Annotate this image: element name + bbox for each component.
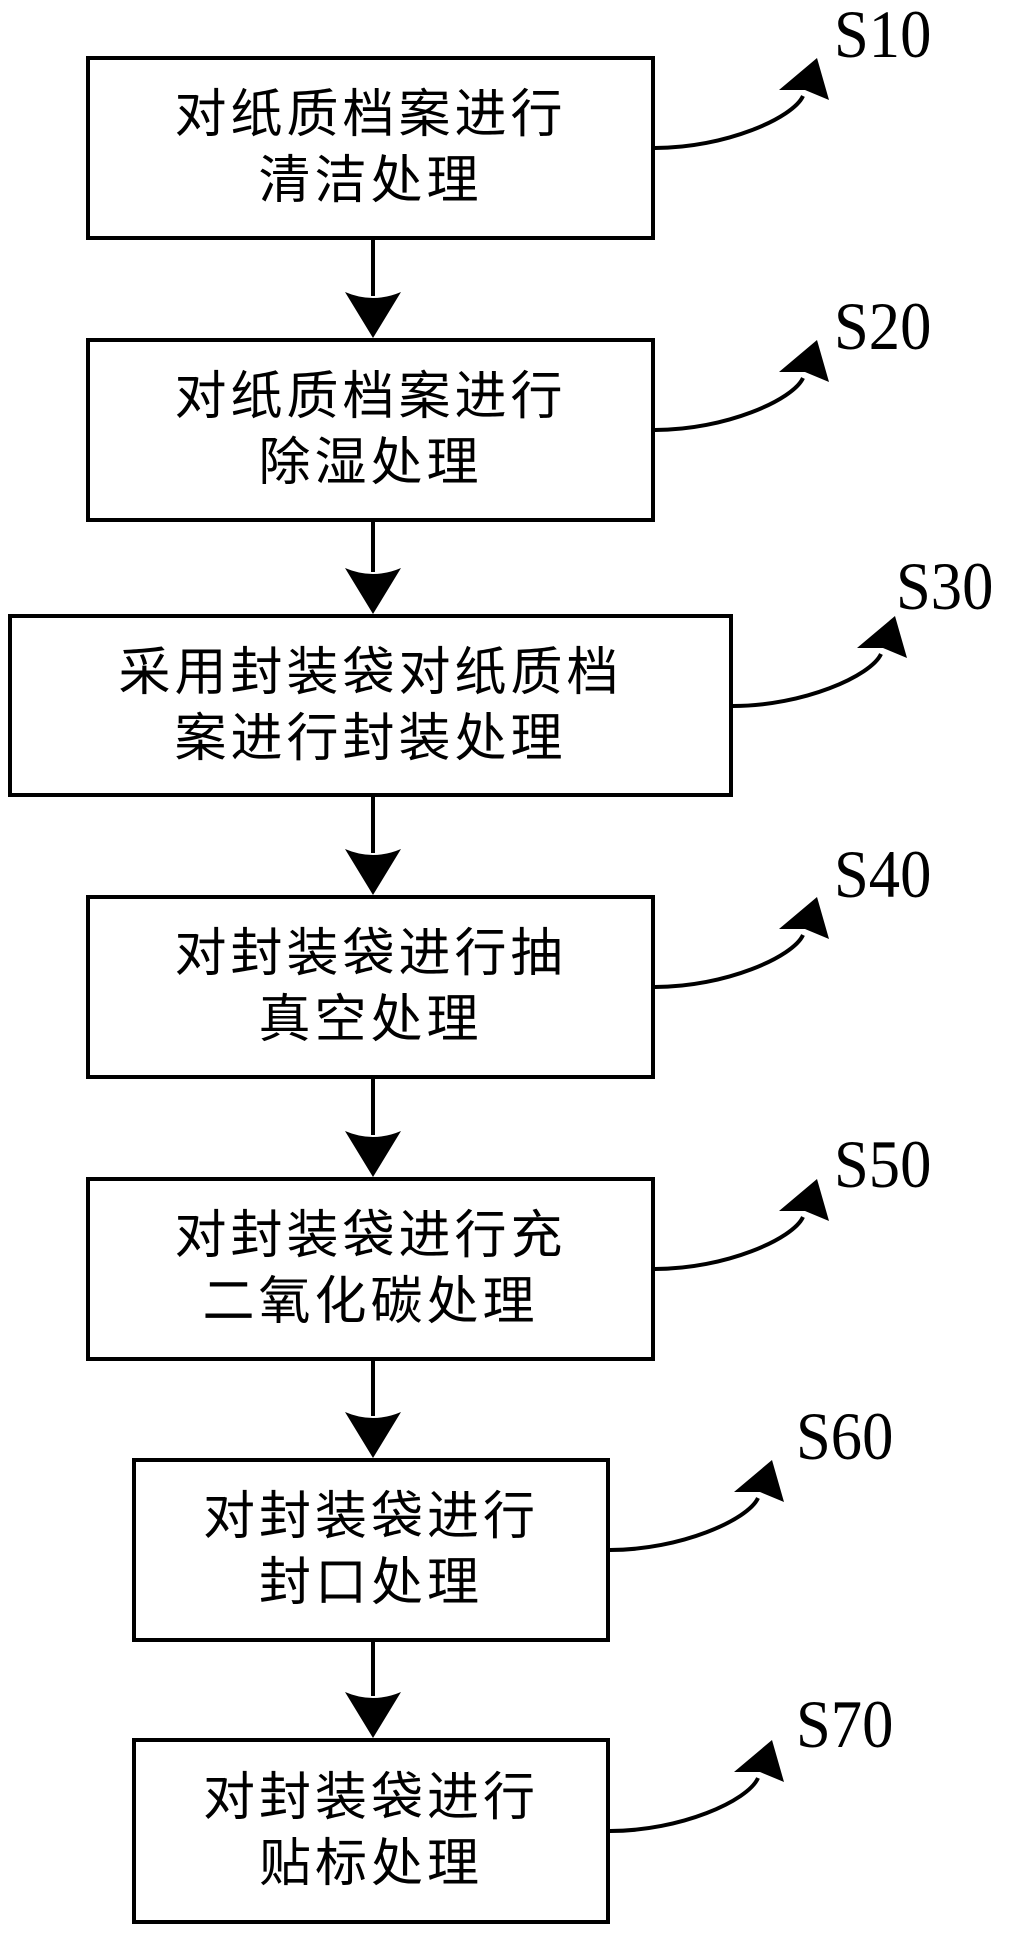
label-pointer-curve-s40 xyxy=(654,933,805,989)
step-label-s40: S40 xyxy=(834,836,932,912)
label-pointer-arrowhead-icon-s70 xyxy=(734,1740,784,1782)
step-text-s10: 对纸质档案进行 清洁处理 xyxy=(174,85,567,211)
step-box-s20: 对纸质档案进行 除湿处理 xyxy=(86,338,655,522)
flow-arrowhead-icon-s10-s20 xyxy=(345,292,401,338)
label-pointer-curve-s50 xyxy=(654,1215,805,1271)
label-pointer-arrowhead-icon-s60 xyxy=(734,1460,784,1502)
label-pointer-arrowhead-icon-s20 xyxy=(779,340,829,382)
step-box-s60: 对封装袋进行 封口处理 xyxy=(132,1458,610,1642)
flow-arrowhead-icon-s50-s60 xyxy=(345,1412,401,1458)
step-label-s70: S70 xyxy=(796,1686,894,1762)
step-box-s50: 对封装袋进行充 二氧化碳处理 xyxy=(86,1177,655,1361)
label-pointer-curve-s20 xyxy=(654,376,805,432)
step-box-s40: 对封装袋进行抽 真空处理 xyxy=(86,895,655,1079)
step-box-s10: 对纸质档案进行 清洁处理 xyxy=(86,56,655,240)
step-text-s70: 对封装袋进行 贴标处理 xyxy=(202,1768,539,1894)
step-text-s30: 采用封装袋对纸质档 案进行封装处理 xyxy=(118,642,623,769)
label-pointer-arrowhead-icon-s50 xyxy=(779,1179,829,1221)
flow-arrowhead-icon-s30-s40 xyxy=(345,849,401,895)
step-label-s60: S60 xyxy=(796,1398,894,1474)
flow-arrowhead-icon-s20-s30 xyxy=(345,568,401,614)
step-label-s10: S10 xyxy=(834,0,932,72)
label-pointer-curve-s10 xyxy=(654,94,805,150)
label-pointer-arrowhead-icon-s30 xyxy=(857,616,907,658)
label-pointer-curve-s60 xyxy=(609,1496,760,1552)
step-text-s20: 对纸质档案进行 除湿处理 xyxy=(174,367,567,493)
label-pointer-curve-s70 xyxy=(609,1777,760,1833)
step-text-s50: 对封装袋进行充 二氧化碳处理 xyxy=(174,1206,567,1332)
label-pointer-arrowhead-icon-s10 xyxy=(779,58,829,100)
flow-arrowhead-icon-s60-s70 xyxy=(345,1692,401,1738)
flow-arrowhead-icon-s40-s50 xyxy=(345,1131,401,1177)
step-box-s30: 采用封装袋对纸质档 案进行封装处理 xyxy=(8,614,733,797)
step-text-s60: 对封装袋进行 封口处理 xyxy=(202,1487,539,1613)
step-label-s30: S30 xyxy=(896,548,994,624)
step-text-s40: 对封装袋进行抽 真空处理 xyxy=(174,924,567,1050)
step-box-s70: 对封装袋进行 贴标处理 xyxy=(132,1738,610,1924)
label-pointer-arrowhead-icon-s40 xyxy=(779,897,829,939)
step-label-s50: S50 xyxy=(834,1126,932,1202)
step-label-s20: S20 xyxy=(834,288,932,364)
label-pointer-curve-s30 xyxy=(732,652,883,708)
